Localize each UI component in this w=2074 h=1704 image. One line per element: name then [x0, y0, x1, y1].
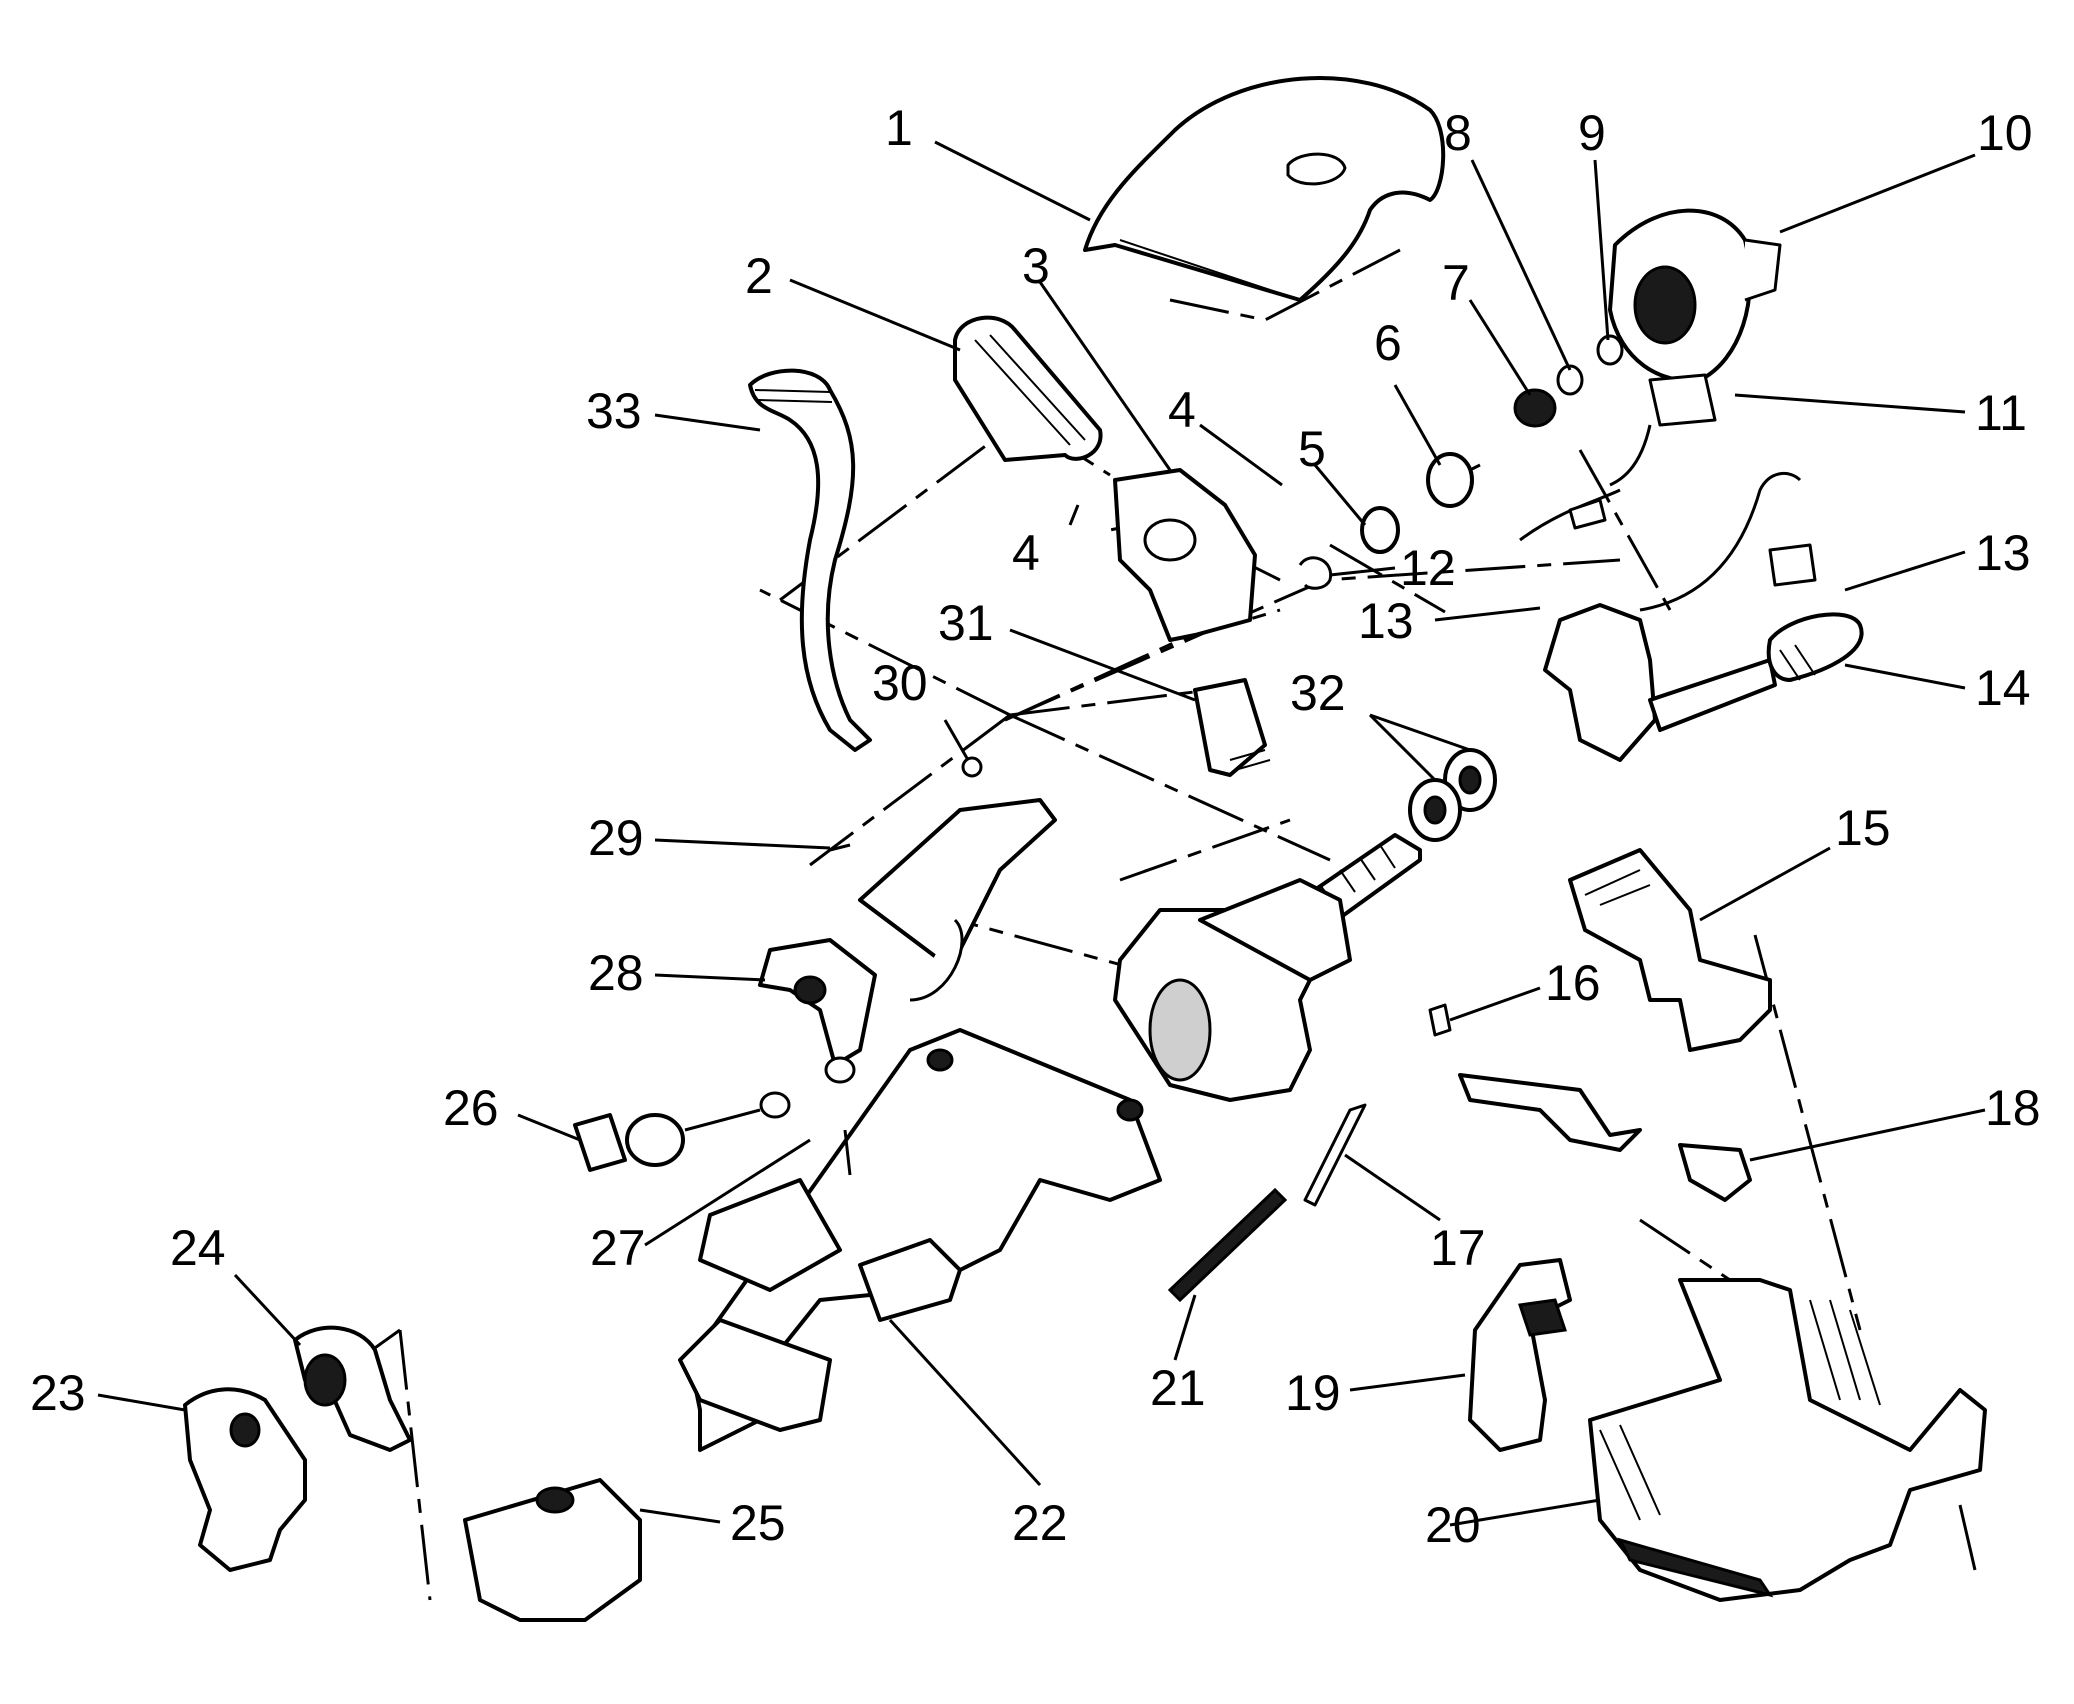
callout-14: 14 [1975, 660, 2031, 716]
upper-shroud-part [1083, 76, 1446, 302]
callout-9: 9 [1578, 105, 1606, 161]
callout-15: 15 [1835, 800, 1891, 856]
callout-10: 10 [1977, 105, 2033, 161]
pin-part [1428, 1003, 1452, 1037]
callout-23: 23 [30, 1365, 86, 1421]
column-housing-part [1113, 878, 1352, 1102]
turn-signal-switch-part [1543, 603, 1864, 762]
lock-housing-part [1113, 468, 1257, 642]
column-jacket-part [678, 1028, 1162, 1452]
callout-13-center: 13 [1358, 593, 1414, 649]
callout-24: 24 [170, 1220, 226, 1276]
spring-part [1167, 1187, 1288, 1303]
callout-31: 31 [938, 595, 994, 651]
callout-17: 17 [1430, 1220, 1486, 1276]
callout-22: 22 [1012, 1495, 1068, 1551]
callout-4-upper: 4 [1168, 382, 1196, 438]
callout-8: 8 [1444, 105, 1472, 161]
bearing-parts [1360, 452, 1481, 554]
release-lever-part [1458, 1073, 1752, 1202]
bracket-part [1568, 848, 1772, 1052]
cam-and-washer-parts [1513, 334, 1624, 428]
callout-labels: 1 2 3 4 4 5 6 7 8 9 10 11 12 13 13 14 15… [30, 100, 2041, 1553]
lock-housing-cover-part [953, 315, 1103, 462]
trim-panel-part [1468, 1258, 1572, 1452]
callout-11: 11 [1975, 385, 2027, 441]
plate-part [183, 1387, 307, 1572]
tilt-bracket-part [758, 756, 1057, 1084]
retaining-ring-part [1298, 556, 1333, 590]
callout-28: 28 [588, 945, 644, 1001]
callout-6: 6 [1374, 315, 1402, 371]
callout-2: 2 [745, 248, 773, 304]
callout-21: 21 [1150, 1360, 1206, 1416]
callout-3: 3 [1022, 238, 1050, 294]
bearing-housing-part [463, 1478, 642, 1622]
callout-25: 25 [730, 1495, 786, 1551]
leader-lines [97, 140, 1986, 1527]
callout-20: 20 [1425, 1497, 1481, 1553]
bearing-pair-part [1408, 748, 1497, 842]
shift-lever-part [748, 368, 872, 752]
sensor-ring-part [293, 1325, 412, 1452]
callout-29: 29 [588, 810, 644, 866]
lower-shroud-part [1588, 1278, 1987, 1602]
switch-module-part [1193, 678, 1271, 777]
callout-12: 12 [1400, 540, 1456, 596]
callout-19: 19 [1285, 1365, 1341, 1421]
clock-spring-part [1608, 208, 1782, 427]
wiring-harness-part [1519, 424, 1817, 612]
callout-7: 7 [1442, 255, 1470, 311]
switch-assembly-part [573, 1091, 791, 1172]
callout-30: 30 [872, 655, 928, 711]
callout-1: 1 [885, 100, 913, 156]
callout-32: 32 [1290, 665, 1346, 721]
parts [183, 76, 1987, 1622]
callout-16: 16 [1545, 955, 1601, 1011]
callout-33: 33 [586, 383, 642, 439]
callout-5: 5 [1298, 421, 1326, 477]
callout-13-right: 13 [1975, 525, 2031, 581]
callout-27: 27 [590, 1220, 646, 1276]
callout-26: 26 [443, 1080, 499, 1136]
screw-part [843, 1129, 852, 1176]
callout-18: 18 [1985, 1080, 2041, 1136]
pivot-pin-part [1303, 1103, 1367, 1207]
callout-4-lower: 4 [1012, 525, 1040, 581]
